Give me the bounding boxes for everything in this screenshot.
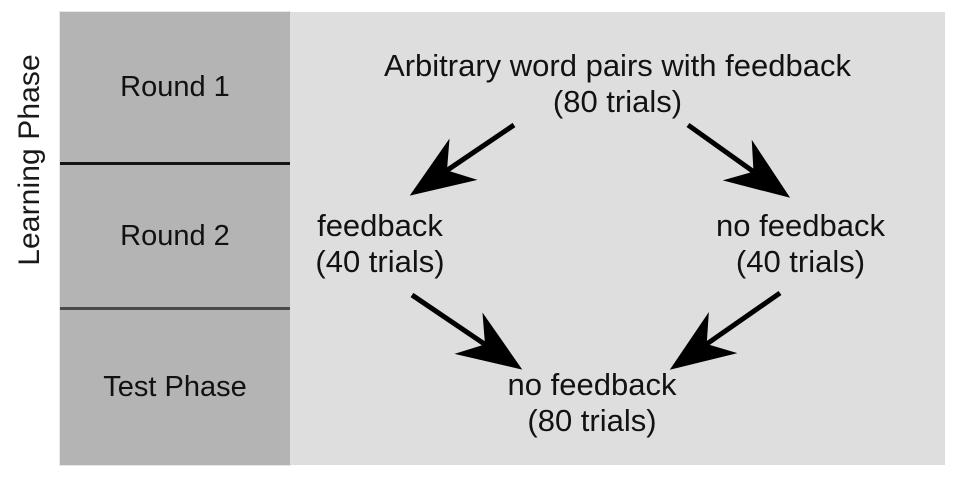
- arrow-top-to-right: [686, 122, 791, 198]
- flow-node-top-line1: Arbitrary word pairs with feedback: [384, 48, 851, 83]
- flow-node-left-line2: (40 trials): [315, 243, 445, 279]
- flow-node-bottom: no feedback (80 trials): [462, 367, 722, 439]
- flow-node-left-line1: feedback: [317, 208, 443, 243]
- phase-cell-label: Round 2: [120, 219, 230, 252]
- flow-node-right-line1: no feedback: [716, 208, 885, 243]
- flow-node-top: Arbitrary word pairs with feedback (80 t…: [320, 48, 915, 120]
- flow-node-left: feedback (40 trials): [290, 208, 470, 280]
- phase-cell-label: Test Phase: [103, 371, 247, 403]
- arrow-left-to-bottom: [410, 292, 523, 370]
- flow-node-bottom-line1: no feedback: [507, 367, 677, 402]
- phase-cell-round-1: Round 1: [60, 12, 290, 162]
- phase-cell-test-phase: Test Phase: [60, 310, 290, 465]
- flow-node-top-line2: (80 trials): [552, 83, 683, 119]
- arrow-right-to-bottom: [669, 290, 782, 370]
- flow-node-right: no feedback (40 trials): [688, 208, 913, 280]
- phase-divider-1: [60, 162, 290, 165]
- arrow-top-to-left: [409, 122, 516, 196]
- flow-node-right-line2: (40 trials): [735, 243, 866, 279]
- flow-node-bottom-line2: (80 trials): [527, 402, 657, 438]
- phase-cell-label: Round 1: [120, 70, 230, 103]
- flow-panel: Arbitrary word pairs with feedback (80 t…: [290, 12, 945, 465]
- phase-column: Round 1 Round 2 Test Phase: [60, 12, 290, 465]
- learning-phase-axis-label: Learning Phase: [13, 54, 46, 266]
- phase-cell-round-2: Round 2: [60, 165, 290, 307]
- phase-divider-2: [60, 307, 290, 310]
